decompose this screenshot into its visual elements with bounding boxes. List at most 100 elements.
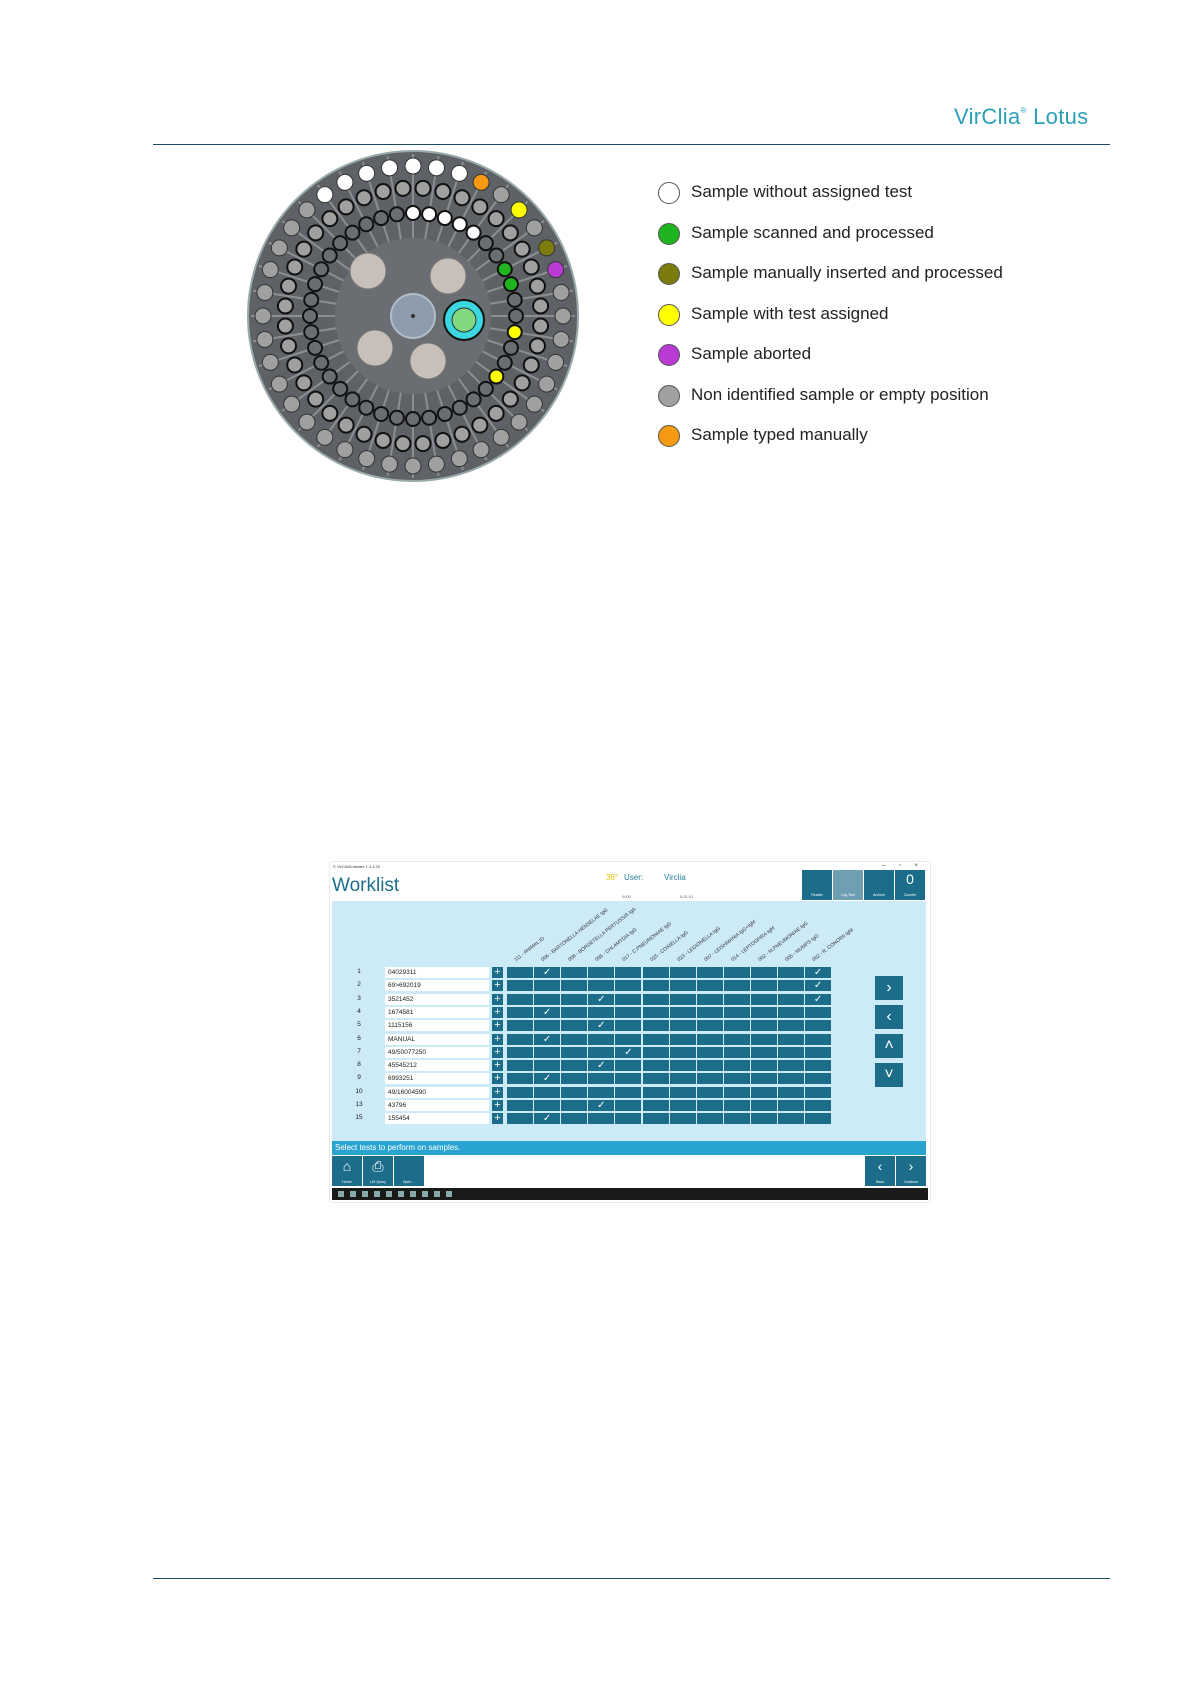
test-cell[interactable] xyxy=(750,967,777,978)
test-cell[interactable] xyxy=(642,993,669,1005)
reader-button[interactable]: Reader xyxy=(802,870,832,900)
test-cell[interactable] xyxy=(750,1033,777,1045)
test-cell[interactable] xyxy=(669,1033,696,1045)
taskbar-app-icon[interactable] xyxy=(410,1191,416,1197)
add-test-icon[interactable]: + xyxy=(492,1086,503,1098)
test-cell[interactable] xyxy=(642,1046,669,1058)
test-cell[interactable] xyxy=(696,967,723,978)
test-cell[interactable] xyxy=(723,1113,750,1125)
test-cell[interactable] xyxy=(669,1100,696,1111)
test-cell[interactable] xyxy=(588,980,615,992)
taskbar-app-icon[interactable] xyxy=(434,1191,440,1197)
sample-id-field[interactable]: 49/16004590 xyxy=(385,1086,489,1098)
test-cell[interactable] xyxy=(561,1006,588,1018)
test-cell[interactable] xyxy=(561,1113,588,1125)
test-cell[interactable] xyxy=(778,1046,804,1058)
test-cell[interactable] xyxy=(750,1086,777,1098)
test-cell[interactable] xyxy=(723,980,750,992)
taskbar-app-icon[interactable] xyxy=(362,1191,368,1197)
open-button[interactable]: Open ... xyxy=(394,1156,424,1186)
test-cell[interactable] xyxy=(696,1113,723,1125)
test-cell[interactable] xyxy=(642,1033,669,1045)
add-test-icon[interactable]: + xyxy=(492,1060,503,1072)
test-cell[interactable] xyxy=(750,1073,777,1085)
test-cell[interactable] xyxy=(778,1060,804,1072)
test-cell[interactable] xyxy=(805,1086,832,1098)
archive-button[interactable]: Archive xyxy=(864,870,894,900)
test-cell[interactable] xyxy=(588,1113,615,1125)
taskbar-app-icon[interactable] xyxy=(386,1191,392,1197)
test-cell[interactable] xyxy=(534,993,561,1005)
test-cell[interactable] xyxy=(805,1006,832,1018)
taskbar-app-icon[interactable] xyxy=(374,1191,380,1197)
test-cell[interactable] xyxy=(615,980,642,992)
test-cell[interactable] xyxy=(561,1060,588,1072)
test-cell[interactable] xyxy=(669,1060,696,1072)
test-cell[interactable] xyxy=(561,993,588,1005)
test-cell[interactable] xyxy=(534,1020,561,1032)
test-cell[interactable] xyxy=(723,1020,750,1032)
test-cell[interactable] xyxy=(588,967,615,978)
test-cell[interactable] xyxy=(723,1100,750,1111)
test-cell[interactable] xyxy=(642,1020,669,1032)
test-cell[interactable] xyxy=(615,967,642,978)
test-cell[interactable] xyxy=(561,1073,588,1085)
test-cell[interactable] xyxy=(669,1020,696,1032)
test-cell[interactable] xyxy=(778,1073,804,1085)
test-cell[interactable] xyxy=(588,1073,615,1085)
test-cell[interactable] xyxy=(669,1006,696,1018)
add-test-icon[interactable]: + xyxy=(492,1100,503,1111)
sample-id-field[interactable]: 69>692019 xyxy=(385,980,489,992)
add-test-icon[interactable]: + xyxy=(492,993,503,1005)
test-cell[interactable] xyxy=(642,967,669,978)
test-cell[interactable] xyxy=(778,1086,804,1098)
test-cell[interactable] xyxy=(805,967,832,978)
taskbar-app-icon[interactable] xyxy=(422,1191,428,1197)
test-cell[interactable] xyxy=(750,1006,777,1018)
test-cell[interactable] xyxy=(561,980,588,992)
test-cell[interactable] xyxy=(669,1073,696,1085)
test-cell[interactable] xyxy=(534,1006,561,1018)
test-cell[interactable] xyxy=(561,1020,588,1032)
add-test-icon[interactable]: + xyxy=(492,1033,503,1045)
lis-query-button[interactable]: ⎙LIS Query xyxy=(363,1156,393,1186)
test-cell[interactable] xyxy=(642,1100,669,1111)
test-cell[interactable] xyxy=(696,1100,723,1111)
taskbar-app-icon[interactable] xyxy=(338,1191,344,1197)
test-cell[interactable] xyxy=(507,1113,533,1125)
home-button[interactable]: ⌂Home xyxy=(332,1156,362,1186)
test-cell[interactable] xyxy=(696,1006,723,1018)
test-cell[interactable] xyxy=(588,1100,615,1111)
test-cell[interactable] xyxy=(778,980,804,992)
test-cell[interactable] xyxy=(750,980,777,992)
test-cell[interactable] xyxy=(723,1046,750,1058)
test-cell[interactable] xyxy=(642,1060,669,1072)
test-cell[interactable] xyxy=(534,1113,561,1125)
test-cell[interactable] xyxy=(588,1006,615,1018)
test-cell[interactable] xyxy=(750,1020,777,1032)
sample-id-field[interactable]: 43796 xyxy=(385,1100,489,1111)
sample-id-field[interactable]: 3521452 xyxy=(385,993,489,1005)
chevron-right-icon[interactable]: › xyxy=(875,976,903,1000)
test-cell[interactable] xyxy=(615,1020,642,1032)
chevron-down-icon[interactable]: ˅ xyxy=(875,1063,903,1087)
sample-id-field[interactable]: 45545212 xyxy=(385,1060,489,1072)
test-cell[interactable] xyxy=(805,1073,832,1085)
test-cell[interactable] xyxy=(723,1073,750,1085)
test-cell[interactable] xyxy=(669,980,696,992)
test-cell[interactable] xyxy=(778,993,804,1005)
test-cell[interactable] xyxy=(778,1006,804,1018)
add-test-icon[interactable]: + xyxy=(492,1113,503,1125)
test-cell[interactable] xyxy=(615,993,642,1005)
test-cell[interactable] xyxy=(588,1046,615,1058)
test-cell[interactable] xyxy=(723,1033,750,1045)
test-cell[interactable] xyxy=(534,1073,561,1085)
test-cell[interactable] xyxy=(750,1113,777,1125)
test-cell[interactable] xyxy=(669,1046,696,1058)
test-cell[interactable] xyxy=(805,993,832,1005)
test-cell[interactable] xyxy=(507,1086,533,1098)
test-cell[interactable] xyxy=(615,1060,642,1072)
test-cell[interactable] xyxy=(723,993,750,1005)
test-cell[interactable] xyxy=(561,967,588,978)
